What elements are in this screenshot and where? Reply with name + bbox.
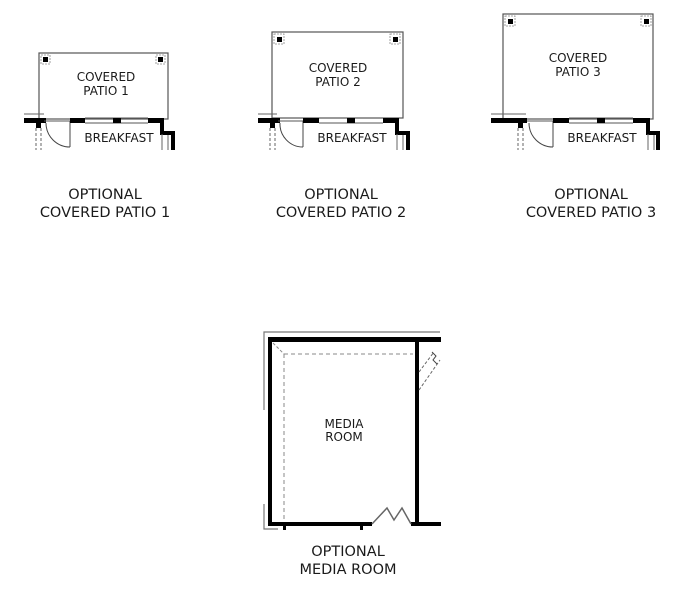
patio-1-plan: COVERED PATIO 1 BREAKFAST — [24, 52, 175, 150]
door-swing-icon — [45, 122, 71, 148]
caption-line: COVERED PATIO 3 — [525, 205, 657, 221]
door-swing-icon — [528, 122, 554, 148]
double-door-icon — [371, 506, 412, 525]
caption-media-room: OPTIONAL MEDIA ROOM — [268, 543, 428, 579]
caption-line: COVERED PATIO 1 — [39, 205, 171, 221]
room-label: PATIO 2 — [315, 75, 361, 89]
caption-line: OPTIONAL — [311, 544, 385, 560]
column-icon — [155, 54, 166, 65]
room-label: COVERED — [309, 61, 368, 75]
caption-line: OPTIONAL — [304, 187, 378, 203]
room-label: ROOM — [325, 430, 363, 444]
room-label: PATIO 1 — [83, 84, 129, 98]
patio-1-outline — [38, 52, 169, 120]
caption-line: MEDIA ROOM — [299, 562, 397, 578]
adjacent-room-label: BREAKFAST — [317, 131, 387, 145]
wall — [24, 118, 46, 123]
caption-line: OPTIONAL — [554, 187, 628, 203]
room-label: COVERED — [77, 70, 136, 84]
column-icon — [389, 33, 401, 45]
room-label: COVERED — [549, 51, 608, 65]
room-label: PATIO 3 — [555, 65, 601, 79]
caption-line: COVERED PATIO 2 — [275, 205, 407, 221]
patio-2-plan: COVERED PATIO 2 BREAKFAST — [258, 31, 410, 150]
wall — [268, 337, 272, 526]
stairs-icon — [418, 351, 441, 391]
patio-3-plan: COVERED PATIO 3 BREAKFAST — [491, 13, 660, 150]
column-icon — [40, 54, 51, 65]
media-room-plan: MEDIA ROOM — [263, 331, 441, 530]
column-icon — [640, 15, 652, 27]
adjacent-room-label: BREAKFAST — [567, 131, 637, 145]
room-label: MEDIA — [325, 417, 365, 431]
column-icon — [273, 33, 285, 45]
adjacent-room-label: BREAKFAST — [84, 131, 154, 145]
caption-patio-3: OPTIONAL COVERED PATIO 3 — [508, 186, 674, 222]
caption-line: OPTIONAL — [68, 187, 142, 203]
door-swing-icon — [279, 122, 304, 148]
patio-3-outline — [502, 13, 654, 120]
caption-patio-2: OPTIONAL COVERED PATIO 2 — [258, 186, 424, 222]
caption-patio-1: OPTIONAL COVERED PATIO 1 — [25, 186, 185, 222]
column-icon — [504, 15, 516, 27]
